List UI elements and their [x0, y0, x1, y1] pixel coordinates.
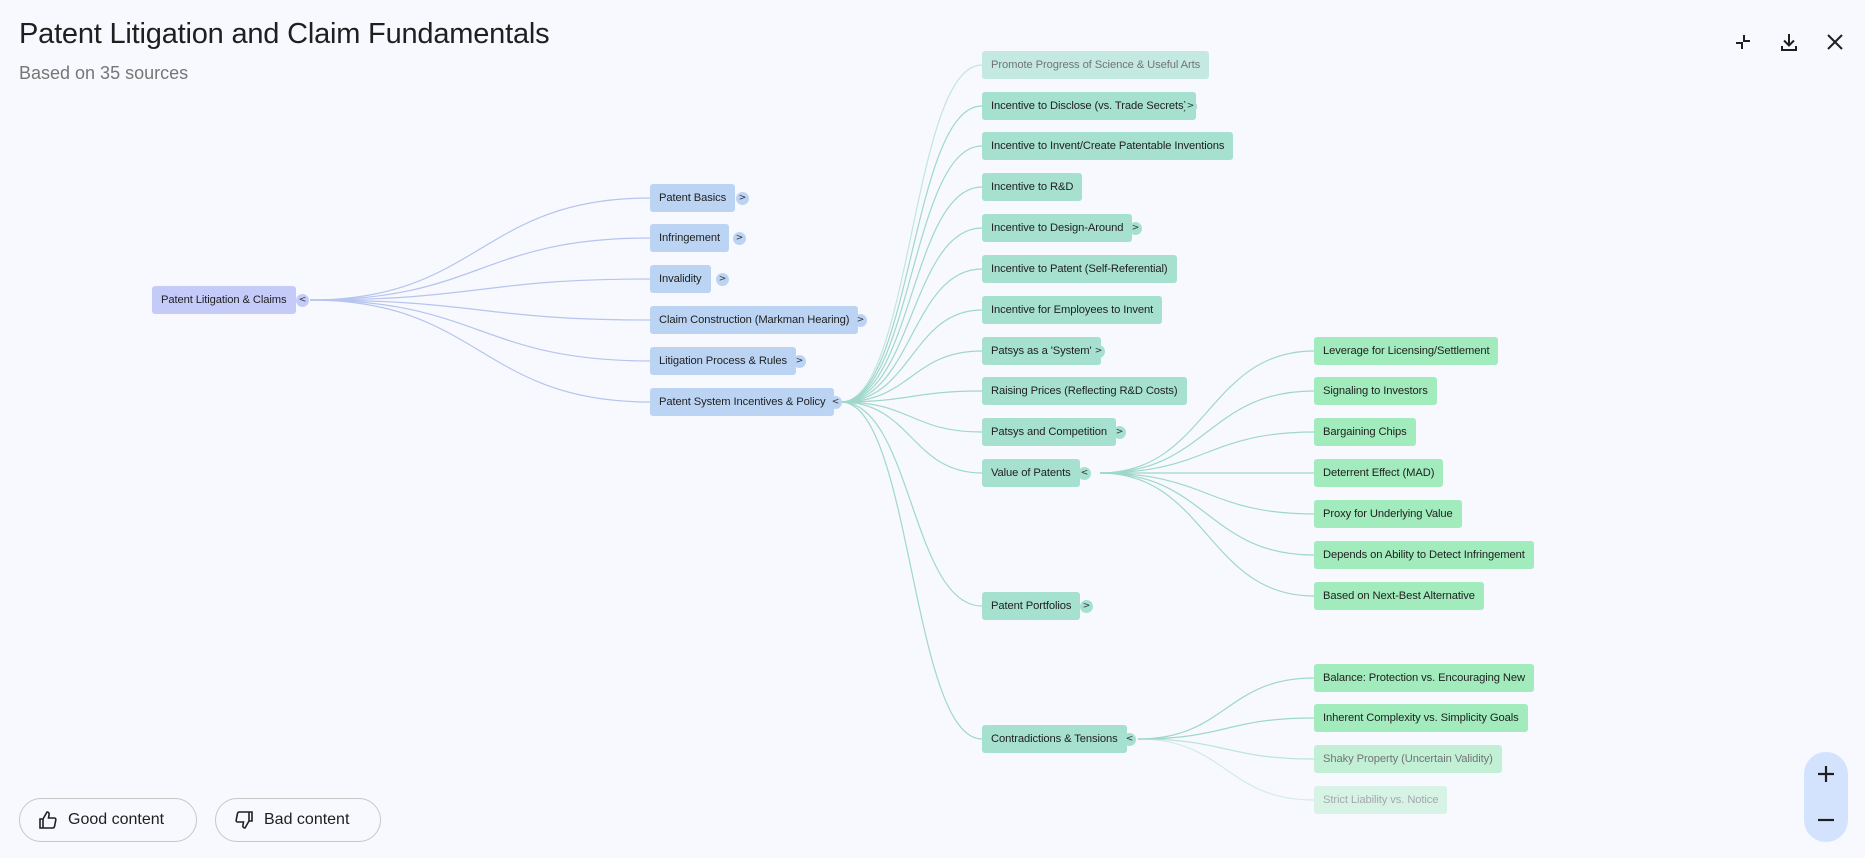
node-inherent-complexity-vs-simplicity-goals[interactable]: Inherent Complexity vs. Simplicity Goals: [1314, 704, 1528, 732]
node-strict-liability-vs-notice[interactable]: Strict Liability vs. Notice: [1314, 786, 1448, 814]
bad-content-button[interactable]: Bad content: [215, 798, 381, 842]
mindmap-link: [309, 197, 651, 301]
expand-toggle-patent-basics[interactable]: >: [736, 191, 749, 205]
node-leverage-for-licensing-settlement[interactable]: Leverage for Licensing/Settlement: [1314, 337, 1499, 365]
node-incentive-to-patent-self-referential[interactable]: Incentive to Patent (Self-Referential): [982, 255, 1177, 283]
mindmap-link: [840, 390, 983, 403]
collapse-toggle-patent-system-incentives-policy[interactable]: <: [829, 395, 842, 409]
mindmap-link: [1137, 738, 1315, 801]
node-contradictions-tensions[interactable]: Contradictions & Tensions: [982, 725, 1127, 753]
top-actions: [1727, 26, 1851, 58]
node-deterrent-effect-mad[interactable]: Deterrent Effect (MAD): [1314, 459, 1444, 487]
node-balance-protection-vs-encouraging-new[interactable]: Balance: Protection vs. Encouraging New: [1314, 664, 1534, 692]
collapse-icon: [1736, 35, 1750, 49]
expand-toggle-patsys-and-competition[interactable]: >: [1113, 425, 1126, 439]
zoom-out-button[interactable]: [1804, 798, 1848, 842]
mindmap-link: [840, 309, 983, 403]
node-infringement[interactable]: Infringement: [650, 224, 729, 252]
node-patsys-and-competition[interactable]: Patsys and Competition: [982, 418, 1116, 446]
bad-content-label: Bad content: [264, 811, 350, 828]
node-patent-system-incentives-policy[interactable]: Patent System Incentives & Policy: [650, 388, 835, 416]
good-content-label: Good content: [68, 811, 165, 828]
page-title: Patent Litigation and Claim Fundamentals: [19, 18, 550, 50]
mindmap-link: [840, 105, 983, 403]
node-invalidity[interactable]: Invalidity: [650, 265, 711, 293]
node-based-on-next-best-alternative[interactable]: Based on Next-Best Alternative: [1314, 582, 1484, 610]
collapse-toggle-value-of-patents[interactable]: <: [1078, 466, 1091, 480]
node-proxy-for-underlying-value[interactable]: Proxy for Underlying Value: [1314, 500, 1462, 528]
download-button[interactable]: [1773, 26, 1805, 58]
mindmap-link: [309, 299, 651, 403]
node-patent-portfolios[interactable]: Patent Portfolios: [982, 592, 1081, 620]
mindmap-link: [1099, 431, 1315, 474]
node-claim-construction-markman-hearing[interactable]: Claim Construction (Markman Hearing): [650, 306, 859, 334]
node-bargaining-chips[interactable]: Bargaining Chips: [1314, 418, 1416, 446]
zoom-in-button[interactable]: [1804, 752, 1848, 796]
zoom-controls: [1804, 752, 1848, 842]
node-litigation-process-rules[interactable]: Litigation Process & Rules: [650, 347, 796, 375]
expand-toggle-patsys-as-a-system[interactable]: >: [1092, 344, 1105, 358]
plus-icon: [1818, 766, 1834, 782]
thumbs-up-icon: [38, 810, 58, 830]
node-depends-on-ability-to-detect-infringement[interactable]: Depends on Ability to Detect Infringemen…: [1314, 541, 1534, 569]
page-subtitle: Based on 35 sources: [19, 63, 189, 83]
mindmap-link: [1137, 738, 1315, 760]
node-shaky-property-uncertain-validity[interactable]: Shaky Property (Uncertain Validity): [1314, 745, 1502, 773]
expand-toggle-claim-construction-markman-hearing[interactable]: >: [854, 313, 867, 327]
expand-toggle-infringement[interactable]: >: [733, 231, 746, 245]
mindmap-link: [840, 350, 983, 403]
node-signaling-to-investors[interactable]: Signaling to Investors: [1314, 377, 1437, 405]
node-promote-progress-of-science-useful-arts[interactable]: Promote Progress of Science & Useful Art…: [982, 51, 1210, 79]
minus-icon: [1818, 818, 1834, 822]
expand-toggle-litigation-process-rules[interactable]: >: [793, 354, 806, 368]
expand-toggle-incentive-to-disclose-vs-trade-secrets[interactable]: >: [1184, 99, 1197, 113]
mindmap-link: [840, 227, 983, 403]
close-icon: [1827, 34, 1843, 50]
collapse-button[interactable]: [1727, 26, 1759, 58]
node-incentive-to-design-around[interactable]: Incentive to Design-Around: [982, 214, 1133, 242]
node-raising-prices-reflecting-r-d-costs[interactable]: Raising Prices (Reflecting R&D Costs): [982, 377, 1187, 405]
node-patsys-as-a-system[interactable]: Patsys as a 'System': [982, 337, 1101, 365]
collapse-toggle-patent-litigation-claims[interactable]: <: [296, 293, 309, 307]
mindmap-link: [309, 278, 651, 301]
mindmap-link: [840, 401, 983, 740]
download-icon: [1781, 34, 1797, 51]
expand-toggle-incentive-to-design-around[interactable]: >: [1129, 221, 1142, 235]
mindmap-link: [1137, 717, 1315, 740]
mindmap-link: [1099, 472, 1315, 515]
mindmap-link: [309, 237, 651, 301]
expand-toggle-patent-portfolios[interactable]: >: [1080, 599, 1093, 613]
close-button[interactable]: [1819, 26, 1851, 58]
mindmap-link: [1099, 350, 1315, 474]
collapse-toggle-contradictions-tensions[interactable]: <: [1123, 732, 1136, 746]
mindmap-link: [840, 401, 983, 474]
mindmap-link: [840, 186, 983, 403]
thumbs-down-icon: [234, 810, 254, 830]
node-incentive-to-r-d[interactable]: Incentive to R&D: [982, 173, 1083, 201]
mindmap-link: [840, 145, 983, 403]
node-patent-basics[interactable]: Patent Basics: [650, 184, 736, 212]
mindmap-link: [1099, 390, 1315, 474]
mindmap-link: [309, 299, 651, 321]
mindmap-link: [1099, 472, 1315, 556]
expand-toggle-invalidity[interactable]: >: [716, 272, 729, 286]
mindmap-link: [309, 299, 651, 362]
node-incentive-to-disclose-vs-trade-secrets[interactable]: Incentive to Disclose (vs. Trade Secrets…: [982, 92, 1197, 120]
mindmap-link: [1137, 677, 1315, 740]
node-patent-litigation-claims[interactable]: Patent Litigation & Claims: [152, 286, 296, 314]
mindmap-link: [1099, 472, 1315, 597]
mindmap-link: [840, 401, 983, 433]
good-content-button[interactable]: Good content: [19, 798, 197, 842]
mindmap-link: [840, 64, 983, 403]
node-incentive-to-invent-create-patentable-inventions[interactable]: Incentive to Invent/Create Patentable In…: [982, 132, 1234, 160]
node-incentive-for-employees-to-invent[interactable]: Incentive for Employees to Invent: [982, 296, 1163, 324]
mindmap-link: [840, 401, 983, 607]
node-value-of-patents[interactable]: Value of Patents: [982, 459, 1080, 487]
mindmap-link: [840, 268, 983, 403]
